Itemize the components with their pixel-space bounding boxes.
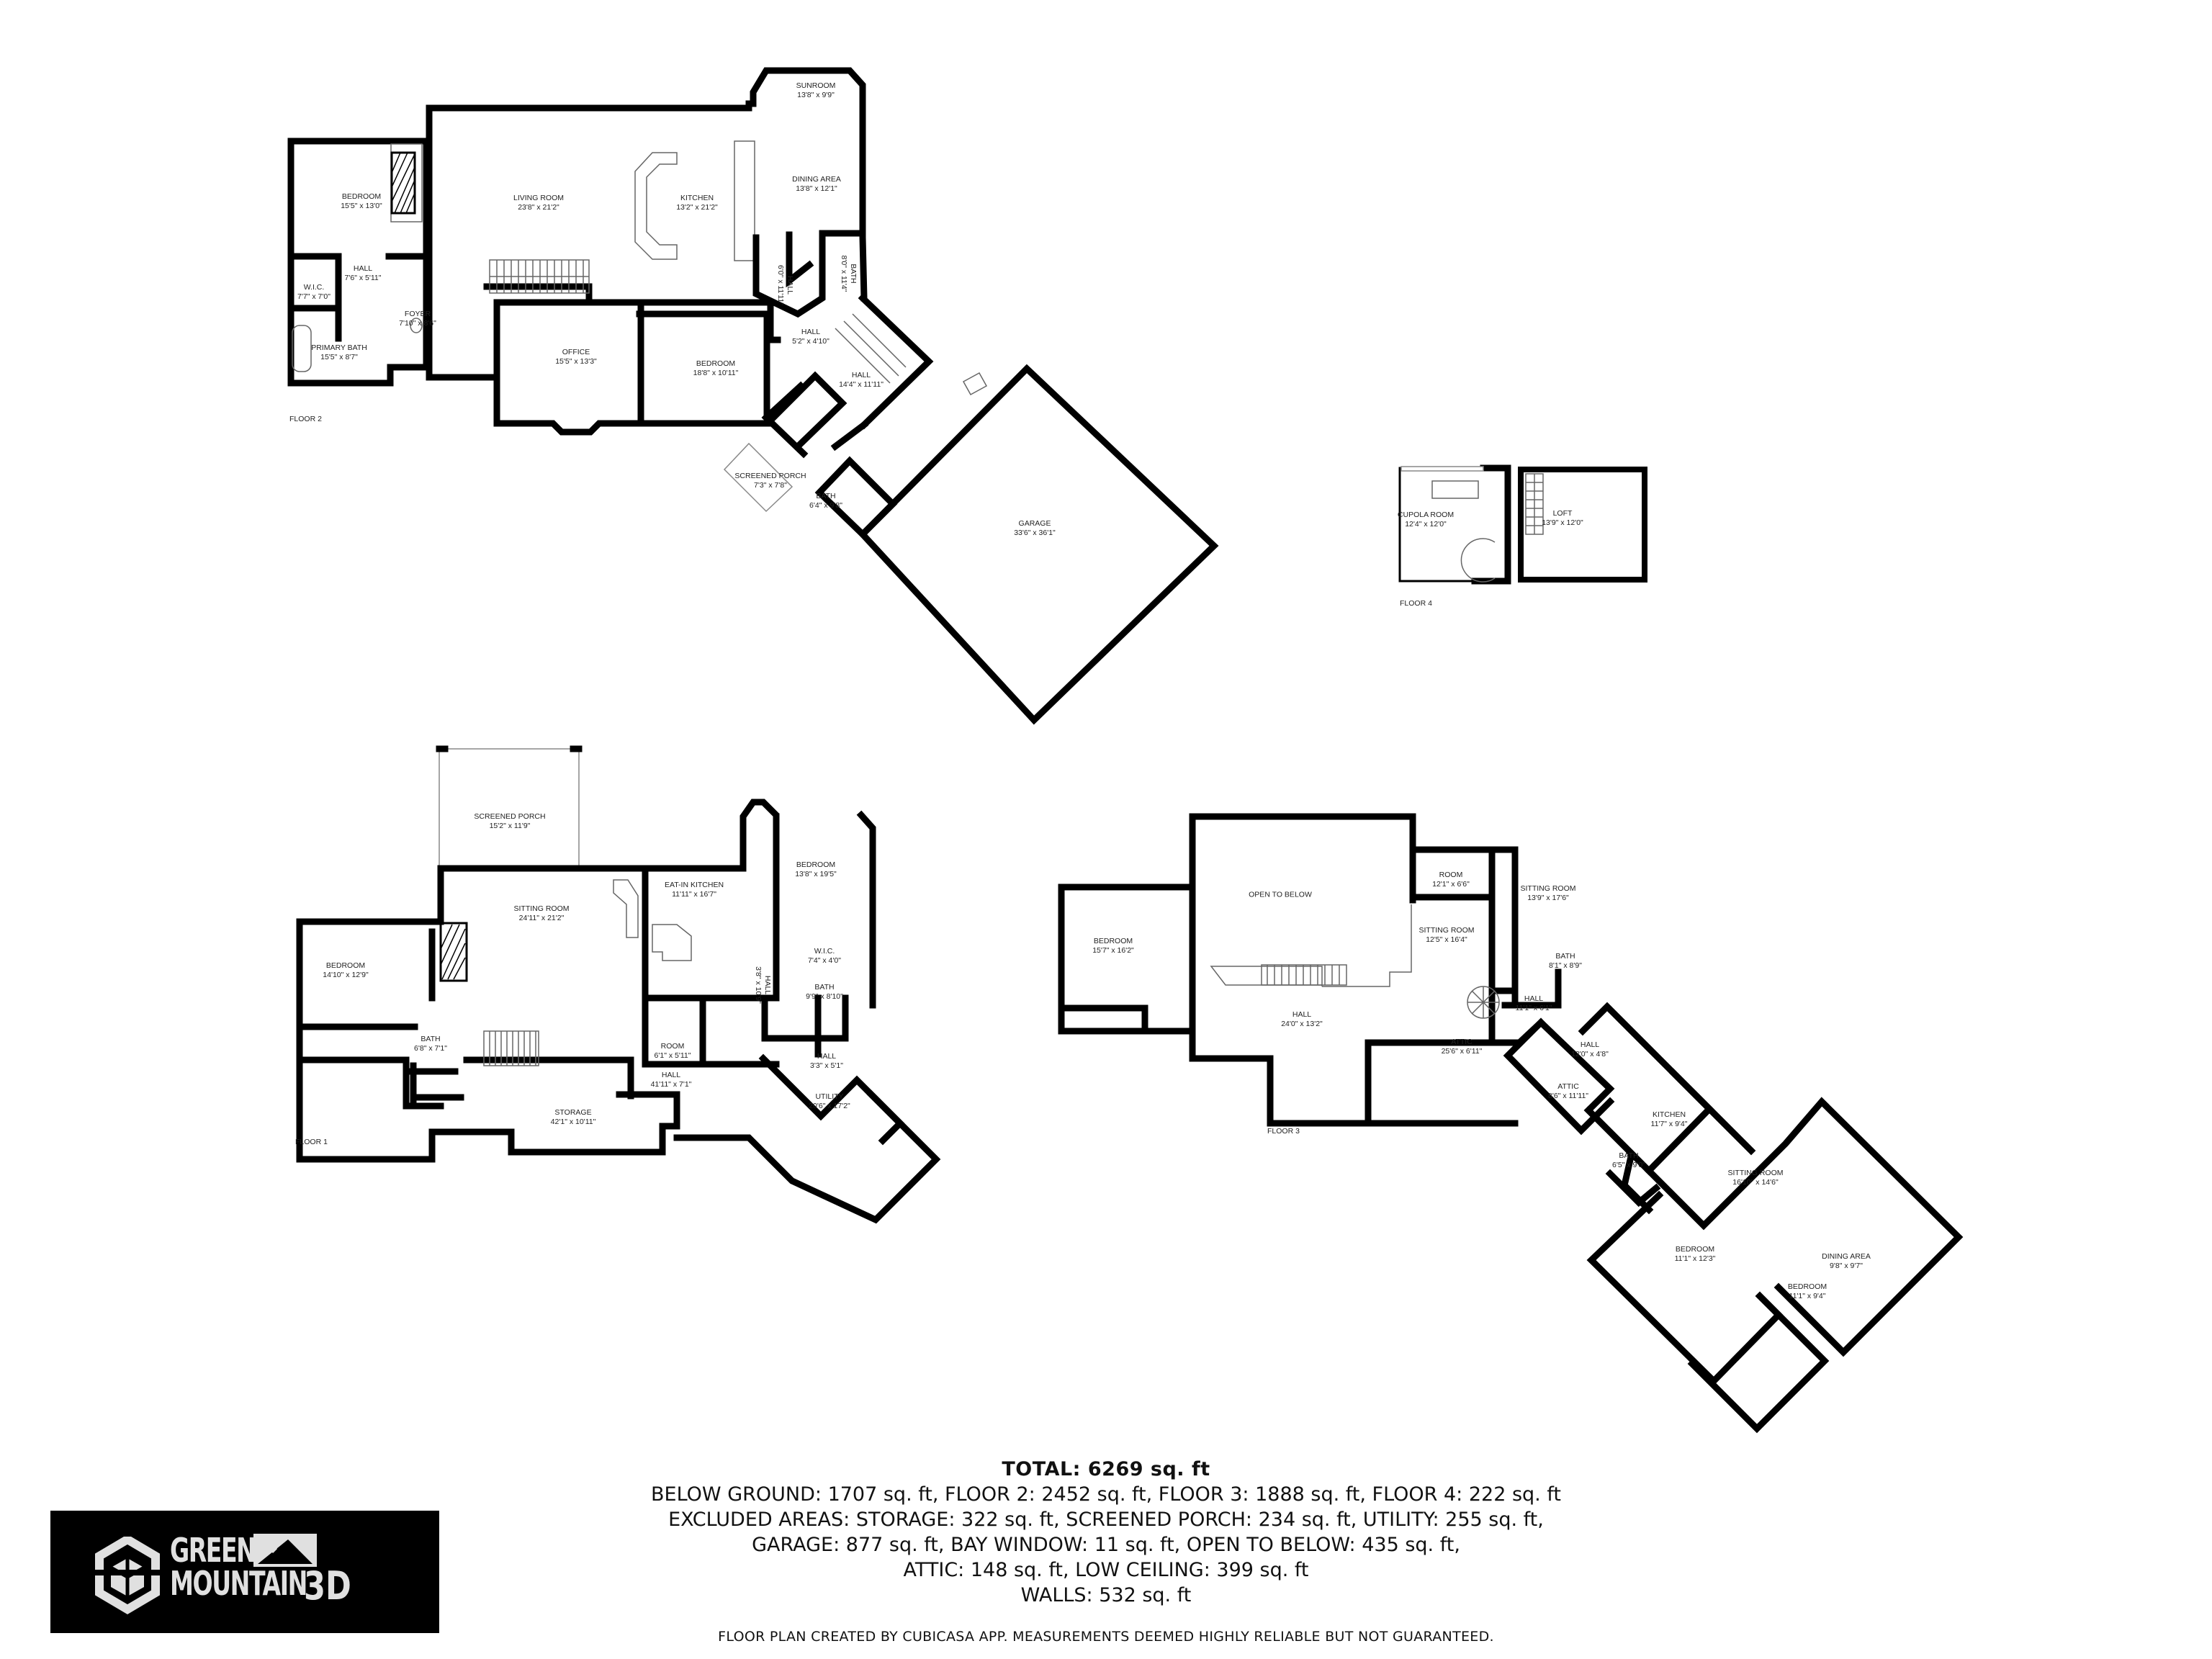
floor-4-label: FLOOR 4 [1400, 599, 1432, 608]
floor-2-label: FLOOR 2 [289, 415, 322, 423]
hexagon-cube-icon [95, 1537, 160, 1614]
logo-3d: 3D [304, 1563, 351, 1609]
summary-line-excluded-3: ATTIC: 148 sq. ft, LOW CEILING: 399 sq. … [903, 1559, 1309, 1581]
summary-line-excluded-2: GARAGE: 877 sq. ft, BAY WINDOW: 11 sq. f… [752, 1534, 1460, 1556]
floor-4-plan [1398, 464, 1647, 585]
room-label-wic-f1: W.I.C.7'4" x 4'0" [808, 947, 841, 965]
floor-1-label: FLOOR 1 [295, 1138, 328, 1146]
summary-line-excluded-1: EXCLUDED AREAS: STORAGE: 322 sq. ft, SCR… [668, 1509, 1544, 1531]
summary-line-floors: BELOW GROUND: 1707 sq. ft, FLOOR 2: 2452… [651, 1483, 1561, 1506]
mountain-icon [253, 1534, 317, 1567]
summary-line-walls: WALLS: 532 sq. ft [1020, 1584, 1192, 1606]
room-label-open-to-below: OPEN TO BELOW [1249, 890, 1312, 899]
logo-wordmark: GREEN MOUNTAIN [170, 1531, 307, 1603]
floor-3-label: FLOOR 3 [1267, 1127, 1300, 1136]
floor-1-plan [296, 745, 941, 1224]
disclaimer-text: FLOOR PLAN CREATED BY CUBICASA APP. MEAS… [718, 1629, 1494, 1645]
green-mountain-3d-logo: GREEN MOUNTAIN 3D [50, 1511, 439, 1633]
floor-3-plan [1058, 813, 1964, 1434]
total-area: TOTAL: 6269 sq. ft [1002, 1458, 1210, 1480]
room-label-wic: W.I.C.7'7" x 7'0" [297, 283, 331, 301]
floor-2-plan [287, 67, 1219, 725]
area-summary: TOTAL: 6269 sq. ft BELOW GROUND: 1707 sq… [0, 1457, 2212, 1608]
